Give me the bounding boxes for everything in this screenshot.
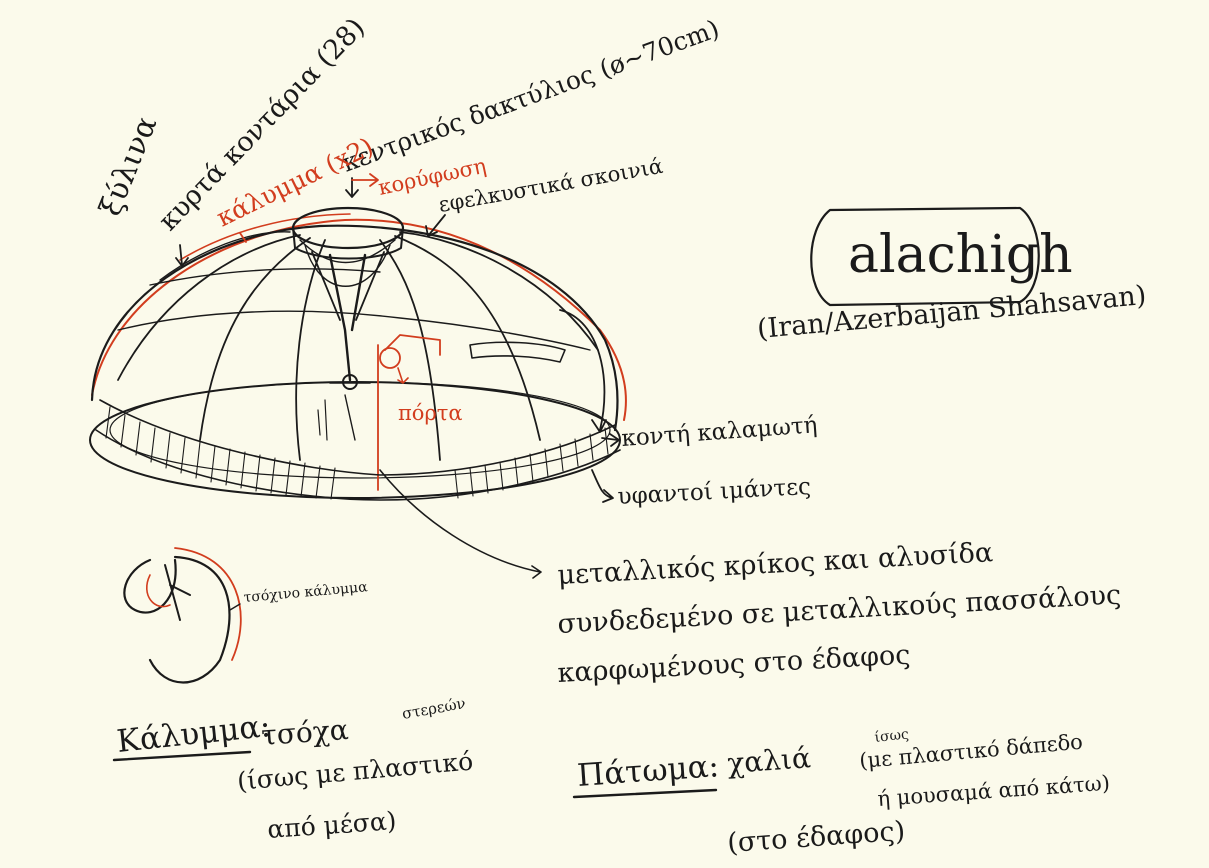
svg-text:υφαντοί ιμάντες: υφαντοί ιμάντες [617,474,812,510]
title: alachigh [848,225,1073,285]
label-tsoxino-kalymma: τσόχινο κάλυμμα [243,579,369,606]
label-konti-kalamoti: κοντή καλαμωτή [621,412,819,452]
note-patoma: Πάτωμα: χαλιά ίσως (με πλαστικό δάπεδο ή… [572,725,1111,859]
label-porta: πόρτα [398,401,463,425]
cross-section-sketch [123,547,242,684]
svg-text:ίσως: ίσως [874,725,910,746]
label-metallikos-krikos: μεταλλικός κρίκος και αλυσίδα συνδεδεμέν… [557,537,1122,689]
reed-hatching [105,406,609,500]
svg-text:μεταλλικός κρίκος και αλυσίδα: μεταλλικός κρίκος και αλυσίδα [557,537,994,591]
svg-text:τσόχινο κάλυμμα: τσόχινο κάλυμμα [243,579,369,606]
note-kalymma: Κάλυμμα: τσόχα στερεών (ίσως με πλαστικό… [112,694,474,844]
svg-text:(στο έδαφος): (στο έδαφος) [726,816,906,859]
label-xylina: ξύλινα [93,111,164,221]
leader-arrows [175,173,620,579]
patoma-heading: Πάτωμα: [576,748,720,794]
svg-text:στερεών: στερεών [401,694,467,723]
svg-text:από μέσα): από μέσα) [266,806,397,844]
label-yfantoi-imantes: υφαντοί ιμάντες [617,474,812,510]
patoma-value: χαλιά [726,741,812,780]
svg-text:κοντή καλαμωτή: κοντή καλαμωτή [621,412,819,452]
svg-text:(ίσως με πλαστικό: (ίσως με πλαστικό [236,746,474,796]
svg-text:ξύλινα: ξύλινα [93,111,164,221]
title-group: alachigh (Iran/Azerbaijan Shahsavan) [756,206,1148,345]
svg-text:ή μουσαμά από κάτω): ή μουσαμά από κάτω) [877,771,1111,811]
svg-text:καρφωμένους στο έδαφος: καρφωμένους στο έδαφος [557,640,911,689]
svg-text:κεντρικός δακτύλιος (ø~70cm): κεντρικός δακτύλιος (ø~70cm) [338,14,723,178]
alachigh-dome-sketch [89,206,627,501]
label-kentrikos-daktylios: κεντρικός δακτύλιος (ø~70cm) [338,14,723,178]
kalymma-value: τσόχα [260,713,350,752]
svg-text:συνδεδεμένο σε μεταλλικούς πασ: συνδεδεμένο σε μεταλλικούς πασσάλους [557,580,1122,640]
subtitle: (Iran/Azerbaijan Shahsavan) [756,280,1148,345]
